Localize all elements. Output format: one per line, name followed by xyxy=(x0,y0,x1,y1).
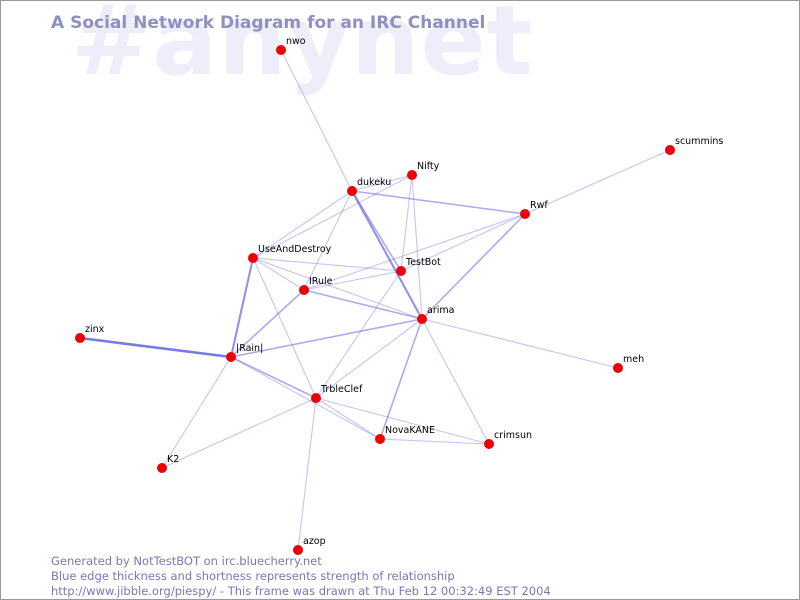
edge-nifty-arima xyxy=(411,174,423,320)
edge-nifty-useanddestroy xyxy=(252,174,413,259)
edge-irule-irainl xyxy=(230,289,305,358)
node-nifty: Nifty xyxy=(407,161,440,180)
node-dot-crimsun xyxy=(484,439,494,449)
edge-useanddestroy-testbot xyxy=(252,257,402,272)
edge-irainl-k2 xyxy=(161,356,232,469)
node-testbot: TestBot xyxy=(396,257,441,276)
edge-nwo-dukeku xyxy=(280,49,353,192)
edge-trbleclef-k2 xyxy=(161,397,317,469)
node-dot-azop xyxy=(293,545,303,555)
node-label-testbot: TestBot xyxy=(405,257,441,268)
node-label-arima: arima xyxy=(427,305,454,316)
edge-irule-arima xyxy=(303,289,423,320)
node-zinx: zinx xyxy=(75,324,105,343)
edge-arima-crimsun xyxy=(421,318,490,445)
edge-arima-novakane xyxy=(379,318,423,440)
node-label-trbleclef: TrbleClef xyxy=(320,384,363,395)
node-label-nifty: Nifty xyxy=(417,161,440,172)
edge-scummins-rwf xyxy=(524,149,671,215)
node-useanddestroy: UseAndDestroy xyxy=(248,244,332,263)
node-label-scummins: scummins xyxy=(675,136,723,147)
edge-useanddestroy-trbleclef xyxy=(252,257,317,399)
edge-dukeku-arima xyxy=(350,189,424,321)
node-dot-irainl xyxy=(226,352,236,362)
node-label-novakane: NovaKANE xyxy=(385,425,435,436)
edge-rwf-testbot xyxy=(400,213,526,272)
edge-arima-trbleclef xyxy=(315,318,423,399)
page-title: A Social Network Diagram for an IRC Chan… xyxy=(51,13,486,33)
node-nwo: nwo xyxy=(276,36,306,55)
node-label-dukeku: dukeku xyxy=(357,177,391,188)
edge-useanddestroy-arima xyxy=(252,257,423,320)
node-novakane: NovaKANE xyxy=(375,425,435,444)
node-dot-rwf xyxy=(520,209,530,219)
edge-dukeku-irule xyxy=(303,190,353,291)
node-label-crimsun: crimsun xyxy=(494,430,532,441)
node-label-meh: meh xyxy=(623,354,644,365)
edge-rwf-irule xyxy=(303,213,526,291)
footer-timestamp: http://www.jibble.org/piespy/ - This fra… xyxy=(51,584,551,598)
node-label-irainl: |Rain| xyxy=(236,343,263,354)
edge-rwf-arima xyxy=(421,213,526,320)
edge-arima-irainl xyxy=(230,318,423,358)
edge-irainl-trbleclef xyxy=(230,356,317,399)
edge-irule-testbot xyxy=(303,270,402,291)
footer-legend-note: Blue edge thickness and shortness repres… xyxy=(51,569,455,583)
node-k2: K2 xyxy=(157,454,179,473)
node-label-useanddestroy: UseAndDestroy xyxy=(258,244,332,255)
edge-zinx-irainl xyxy=(78,336,233,359)
edge-arima-meh xyxy=(421,318,619,369)
edge-nifty-testbot xyxy=(400,174,413,272)
node-dot-novakane xyxy=(375,434,385,444)
edge-trbleclef-novakane xyxy=(315,397,381,440)
edge-useanddestroy-irainl xyxy=(229,256,255,359)
node-dot-scummins xyxy=(665,145,675,155)
node-dot-zinx xyxy=(75,333,85,343)
node-dot-arima xyxy=(417,314,427,324)
node-dot-meh xyxy=(613,363,623,373)
node-rwf: Rwf xyxy=(520,200,548,219)
node-dot-testbot xyxy=(396,266,406,276)
node-label-k2: K2 xyxy=(167,454,179,465)
node-scummins: scummins xyxy=(665,136,723,155)
node-trbleclef: TrbleClef xyxy=(311,384,363,403)
edge-dukeku-rwf xyxy=(351,190,526,215)
edge-novakane-crimsun xyxy=(379,438,490,445)
node-irainl: |Rain| xyxy=(226,343,263,362)
node-dot-nifty xyxy=(407,170,417,180)
node-label-irule: IRule xyxy=(309,276,333,287)
edges-layer xyxy=(78,49,671,551)
node-irule: IRule xyxy=(299,276,333,295)
node-dot-trbleclef xyxy=(311,393,321,403)
edge-dukeku-nifty xyxy=(351,174,413,192)
footer-generated-by: Generated by NotTestBOT on irc.bluecherr… xyxy=(51,554,322,568)
node-label-azop: azop xyxy=(303,536,326,547)
node-dot-nwo xyxy=(276,45,286,55)
edge-trbleclef-azop xyxy=(297,397,317,551)
node-azop: azop xyxy=(293,536,326,555)
node-label-zinx: zinx xyxy=(85,324,105,335)
node-dot-useanddestroy xyxy=(248,253,258,263)
edge-dukeku-useanddestroy xyxy=(252,190,353,259)
node-dot-dukeku xyxy=(347,186,357,196)
node-label-nwo: nwo xyxy=(286,36,306,47)
edge-useanddestroy-irule xyxy=(252,257,305,291)
node-dot-irule xyxy=(299,285,309,295)
edge-trbleclef-crimsun xyxy=(315,397,490,445)
node-meh: meh xyxy=(613,354,644,373)
node-dot-k2 xyxy=(157,463,167,473)
node-dukeku: dukeku xyxy=(347,177,391,196)
node-crimsun: crimsun xyxy=(484,430,532,449)
node-arima: arima xyxy=(417,305,454,324)
footer: Generated by NotTestBOT on irc.bluecherr… xyxy=(51,554,551,599)
edge-irainl-novakane xyxy=(230,356,381,440)
node-label-rwf: Rwf xyxy=(530,200,548,211)
edge-testbot-trbleclef xyxy=(315,270,402,399)
channel-watermark: #anynet xyxy=(71,0,534,97)
